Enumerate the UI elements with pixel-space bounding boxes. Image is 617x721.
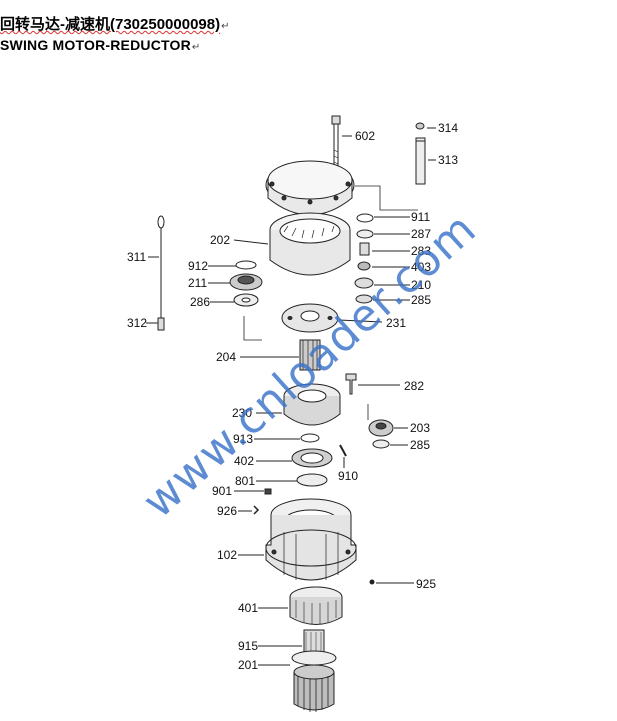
label-285: 285 [411,293,431,307]
housing-102 [238,498,414,585]
label-313: 313 [438,153,458,167]
label-203: 203 [410,421,430,435]
sun-gear-204 [240,339,321,371]
level-gauge-311-312 [146,215,165,331]
label-912: 912 [188,259,208,273]
label-230: 230 [232,406,252,420]
label-403: 403 [411,260,431,274]
label-910: 910 [338,469,358,483]
label-211: 211 [188,276,207,290]
planet-gear-left [208,260,263,341]
label-901: 901 [212,484,232,498]
label-801: 801 [235,474,255,488]
label-283: 283 [411,244,431,258]
carrier-230 [256,383,341,426]
planet-gear-right [367,404,408,449]
label-285-lower: 285 [410,438,430,452]
label-926: 926 [217,504,237,518]
label-915: 915 [238,639,258,653]
label-913: 913 [233,432,253,446]
label-231: 231 [386,316,406,330]
bearing-stack-mid [254,433,347,487]
carrier-plate-231 [281,303,383,333]
label-286: 286 [190,295,210,309]
title-cn-text: 回转马达-减速机(730250000098) [0,16,221,33]
label-402: 402 [234,454,254,468]
pin-313-314 [415,122,436,185]
pin-282 [345,373,400,395]
small-parts-stack-right [354,213,410,304]
label-311: 311 [127,250,146,264]
label-201: 201 [238,658,258,672]
label-911: 911 [411,210,430,224]
label-210: 210 [411,278,431,292]
label-602: 602 [355,129,375,143]
bearing-401 [258,586,343,625]
label-204: 204 [216,350,236,364]
label-202: 202 [210,233,230,247]
document-title-chinese: 回转马达-减速机(730250000098)↵ [0,16,229,36]
label-102: 102 [217,548,237,562]
ring-gear-202 [233,212,351,276]
pinion-shaft-201 [258,629,337,712]
label-401: 401 [238,601,258,615]
label-312: 312 [127,316,147,330]
small-parts-901-926 [234,488,272,515]
paragraph-mark: ↵ [221,21,230,32]
part-labels: 602 314 313 911 287 283 403 210 285 231 … [127,121,458,672]
label-287: 287 [411,227,431,241]
label-314: 314 [438,121,458,135]
top-cover [265,160,418,216]
label-282: 282 [404,379,424,393]
label-925: 925 [416,577,436,591]
title-en-text: SWING MOTOR-REDUCTOR [0,37,191,53]
document-title-english: SWING MOTOR-REDUCTOR↵ [0,36,201,57]
paragraph-mark: ↵ [191,42,201,53]
